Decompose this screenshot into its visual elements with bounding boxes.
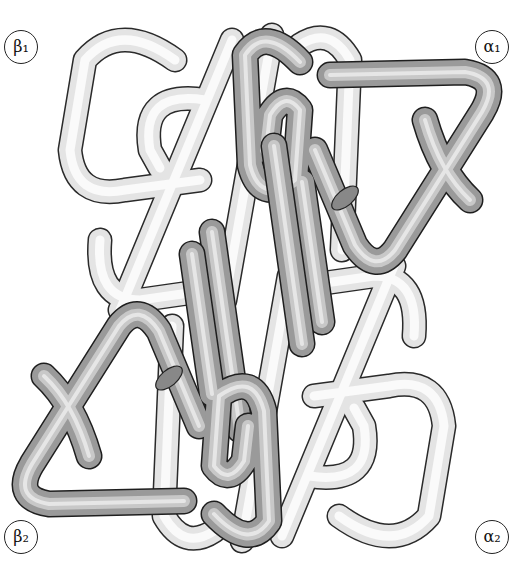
chain-label: β₁ [4, 30, 38, 64]
chain-name: β₂ [13, 529, 29, 545]
chain-label: α₂ [475, 520, 509, 554]
chain-name: α₁ [483, 39, 500, 55]
chain-name: α₂ [483, 529, 500, 545]
chain-label: β₂ [4, 520, 38, 554]
front-chains [25, 42, 489, 535]
chain-label: α₁ [475, 30, 509, 64]
chain-name: β₁ [13, 39, 29, 55]
